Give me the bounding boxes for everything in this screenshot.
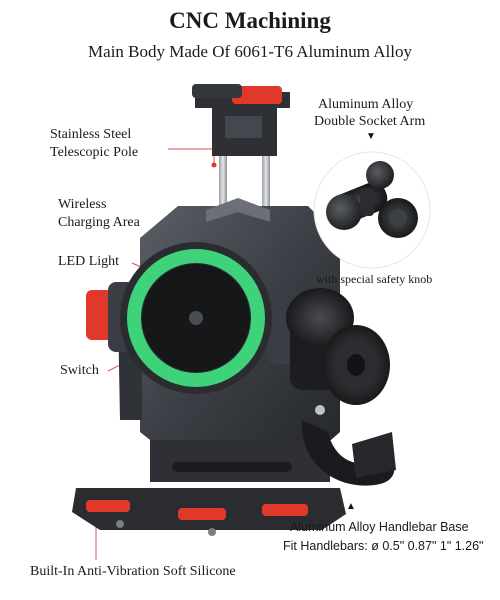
label-telescopic-pole-line2: Telescopic Pole xyxy=(50,145,139,160)
label-wireless-line1: Wireless xyxy=(58,197,107,212)
headline-subtitle: Main Body Made Of 6061-T6 Aluminum Alloy xyxy=(88,42,412,61)
label-socket-arm-line2: Double Socket Arm xyxy=(314,114,426,129)
wireless-charging-ring xyxy=(120,242,272,394)
label-telescopic-pole-line1: Stainless Steel xyxy=(50,127,132,142)
label-led-light: LED Light xyxy=(58,254,120,269)
headline-title: CNC Machining xyxy=(169,8,331,33)
label-safety-knob: with special safety knob xyxy=(316,272,433,286)
label-switch: Switch xyxy=(60,363,99,378)
handlebar-base-graphic xyxy=(286,288,396,486)
label-handlebar-base: Aluminum Alloy Handlebar Base xyxy=(290,520,469,534)
down-triangle-icon: ▼ xyxy=(366,131,376,142)
label-anti-vibration: Built-In Anti-Vibration Soft Silicone xyxy=(30,564,236,579)
telescopic-pole-graphic xyxy=(192,84,290,212)
up-triangle-icon: ▲ xyxy=(346,501,356,512)
label-socket-arm-line1: Aluminum Alloy xyxy=(318,97,414,112)
socket-arm-inset xyxy=(313,151,431,269)
label-fit-handlebars: Fit Handlebars: ø 0.5" 0.87" 1" 1.26" xyxy=(283,539,484,553)
pole-dot xyxy=(211,162,217,168)
label-wireless-line2: Charging Area xyxy=(58,215,140,230)
